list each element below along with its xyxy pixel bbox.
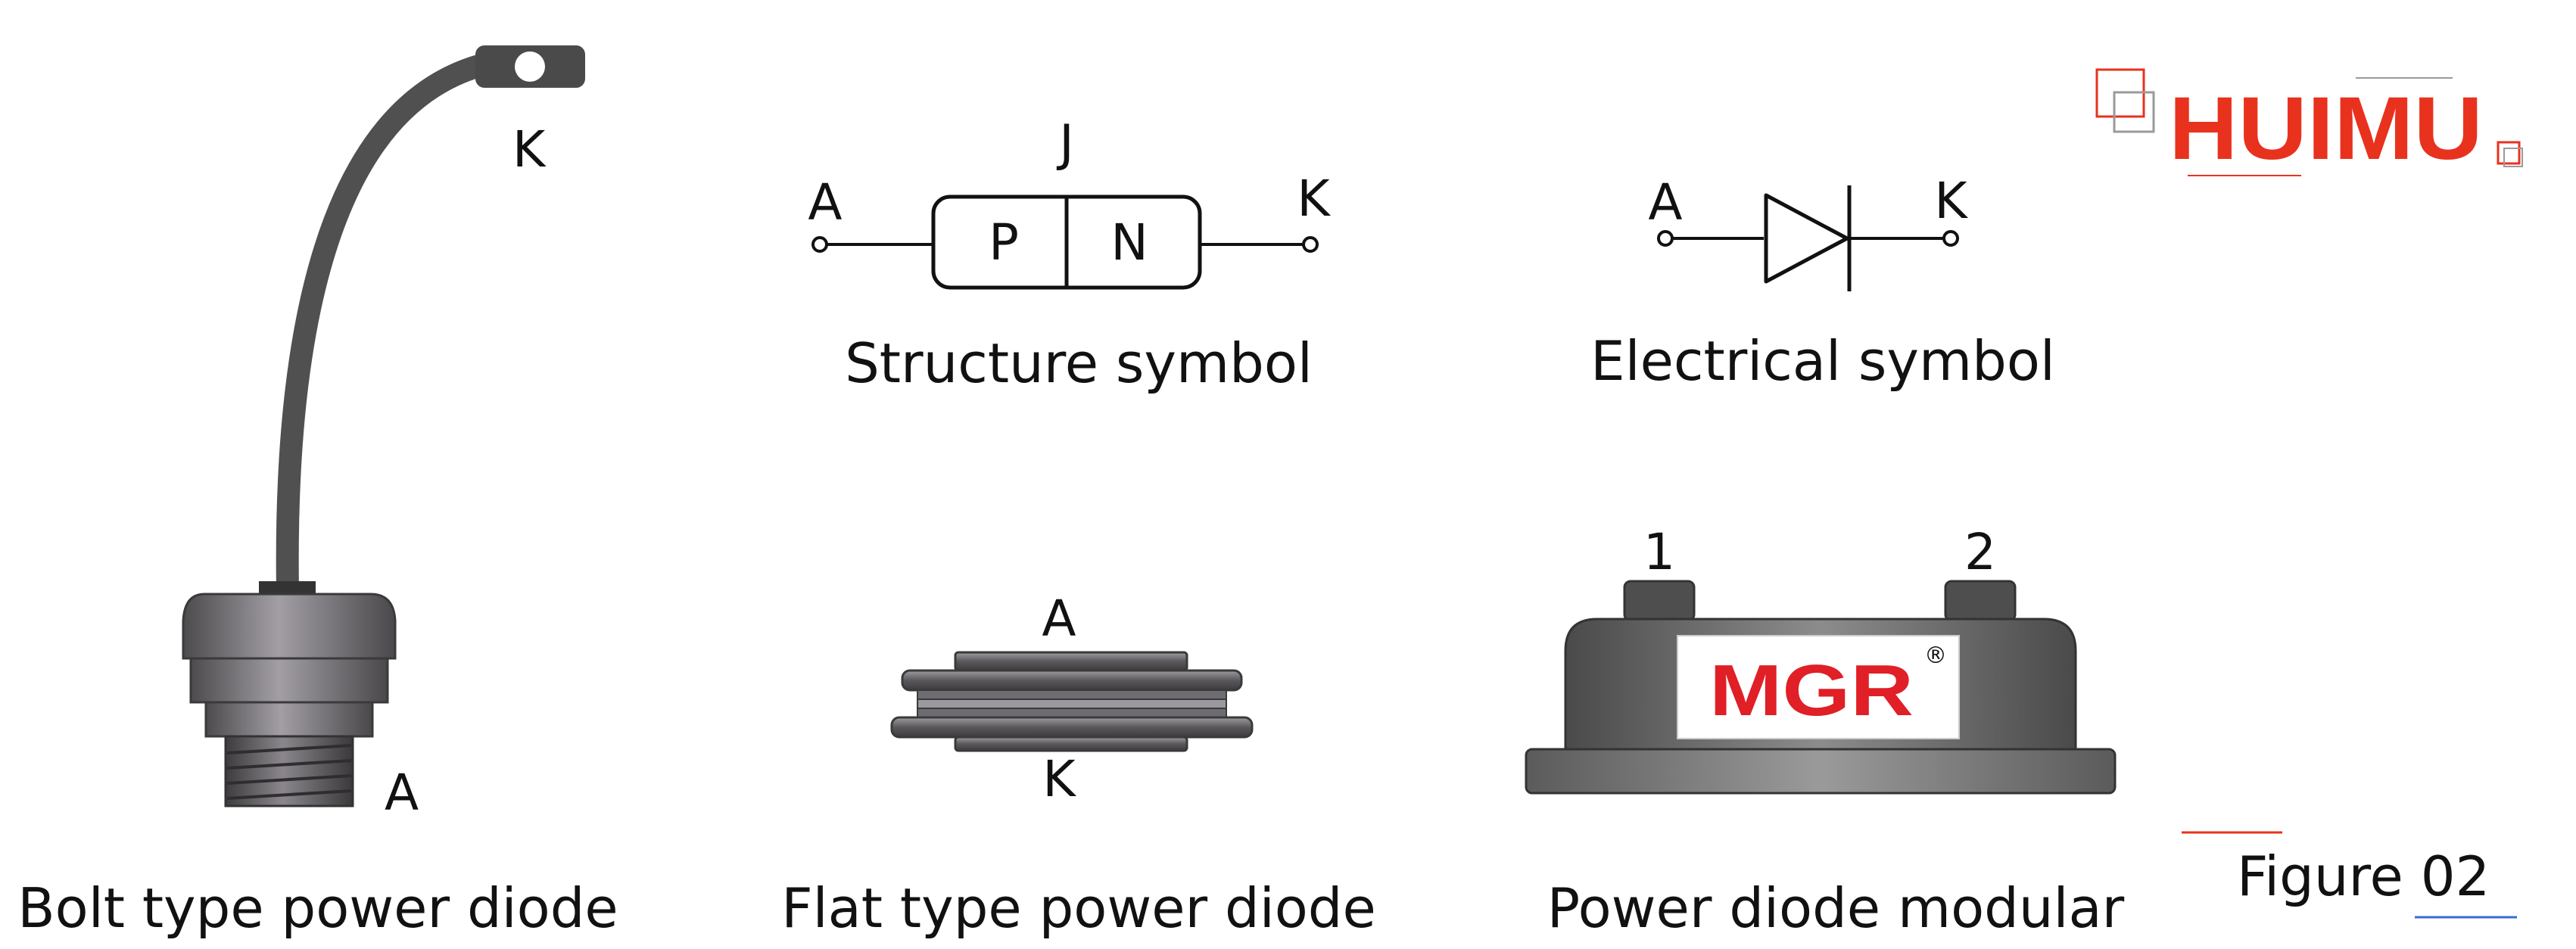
flat-diode-flange-bottom <box>890 716 1254 739</box>
module-terminal-1 <box>1623 580 1696 622</box>
structure-label-j: J <box>1056 114 1073 173</box>
bolt-diode-pin-a: A <box>385 764 419 822</box>
logo-square-small-b <box>2503 148 2523 167</box>
flat-diode-illustration: A K <box>890 590 1254 808</box>
electrical-symbol-caption: Electrical symbol <box>1590 329 2055 393</box>
bolt-diode-caption: Bolt type power diode <box>17 876 618 940</box>
flat-diode-ring-3 <box>917 708 1227 718</box>
huimu-logo: HUIMU <box>2095 68 2523 179</box>
electrical-label-a: A <box>1648 173 1682 232</box>
structure-label-a: A <box>808 173 842 232</box>
bolt-diode-threads <box>226 744 352 800</box>
module-base <box>1525 748 2117 795</box>
structure-terminal-k <box>1302 236 1319 253</box>
logo-square-small-a <box>2497 141 2521 165</box>
bolt-diode-head <box>182 593 397 660</box>
diode-triangle-icon <box>1764 193 1849 284</box>
bolt-diode-cable <box>276 53 496 602</box>
figure-label: Figure 02 <box>2237 845 2490 908</box>
flat-diode-caption: Flat type power diode <box>781 876 1376 940</box>
structure-symbol-caption: Structure symbol <box>845 331 1313 395</box>
electrical-terminal-a <box>1657 230 1674 247</box>
logo-square-gray <box>2113 91 2155 133</box>
module-pin-1: 1 <box>1643 523 1675 581</box>
flat-diode-ring-2 <box>917 699 1227 709</box>
flat-diode-ring-1 <box>917 689 1227 700</box>
bolt-diode-illustration: K A <box>182 45 585 822</box>
bolt-diode-pin-k: K <box>512 120 547 179</box>
electrical-terminal-k <box>1942 230 1959 247</box>
module-terminal-2 <box>1944 580 2017 622</box>
bolt-diode-lug-hole <box>515 51 545 82</box>
bolt-diode-nut-top <box>189 657 389 704</box>
structure-label-k: K <box>1297 170 1331 228</box>
structure-symbol: A K J P N <box>808 114 1331 290</box>
structure-label-n: N <box>1110 213 1148 272</box>
structure-terminal-a <box>811 236 828 253</box>
module-brand-text: MGR <box>1709 650 1914 731</box>
logo-text: HUIMU <box>2169 79 2483 179</box>
figure-label-group: Figure 02 <box>2182 831 2517 919</box>
module-illustration: MGR ® 1 2 <box>1525 523 2117 795</box>
module-brand-plate <box>1677 635 1960 739</box>
electrical-label-k: K <box>1934 172 1968 230</box>
bolt-diode-nut-band <box>204 701 374 738</box>
flat-diode-label-k: K <box>1042 750 1076 808</box>
structure-label-p: P <box>989 213 1019 272</box>
flat-diode-flange-top <box>901 669 1243 692</box>
module-caption: Power diode modular <box>1547 876 2125 940</box>
flat-diode-cap-bottom <box>954 736 1188 752</box>
module-pin-2: 2 <box>1964 523 1996 581</box>
module-brand-registered: ® <box>1924 643 1947 669</box>
flat-diode-label-a: A <box>1042 590 1076 648</box>
flat-diode-cap-top <box>954 651 1188 672</box>
electrical-symbol: A K <box>1648 172 1968 291</box>
